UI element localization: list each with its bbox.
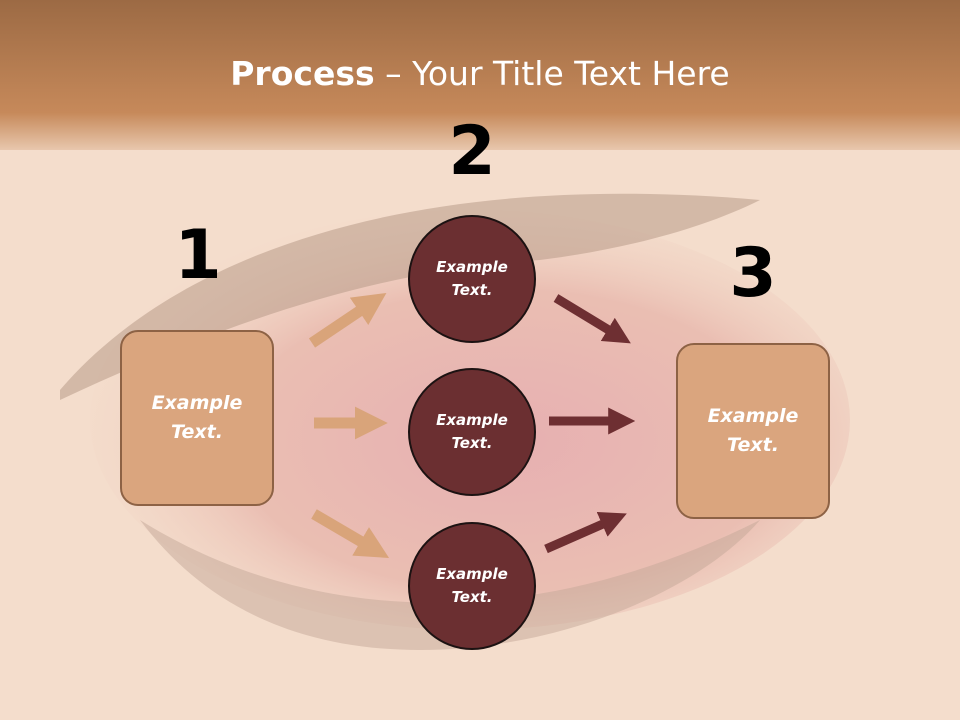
arrow-top-to-3	[553, 294, 631, 344]
title-bold: Process	[230, 54, 375, 93]
step-2-circle-bottom: Example Text.	[408, 522, 536, 650]
step-number-1: 1	[174, 216, 222, 295]
step-number-2: 2	[448, 112, 496, 191]
arrow-1-to-bottom	[311, 509, 390, 559]
title-rest: – Your Title Text Here	[374, 54, 730, 93]
step-2-circle-middle: Example Text.	[408, 368, 536, 496]
step-2-circle-top: Example Text.	[408, 215, 536, 343]
step-1-box: Example Text.	[120, 330, 274, 506]
step-number-3: 3	[729, 234, 777, 313]
arrow-bottom-to-3	[544, 511, 627, 554]
step-3-box: Example Text.	[676, 343, 830, 519]
page-title: Process – Your Title Text Here	[0, 52, 960, 96]
arrow-1-to-top	[308, 292, 387, 348]
